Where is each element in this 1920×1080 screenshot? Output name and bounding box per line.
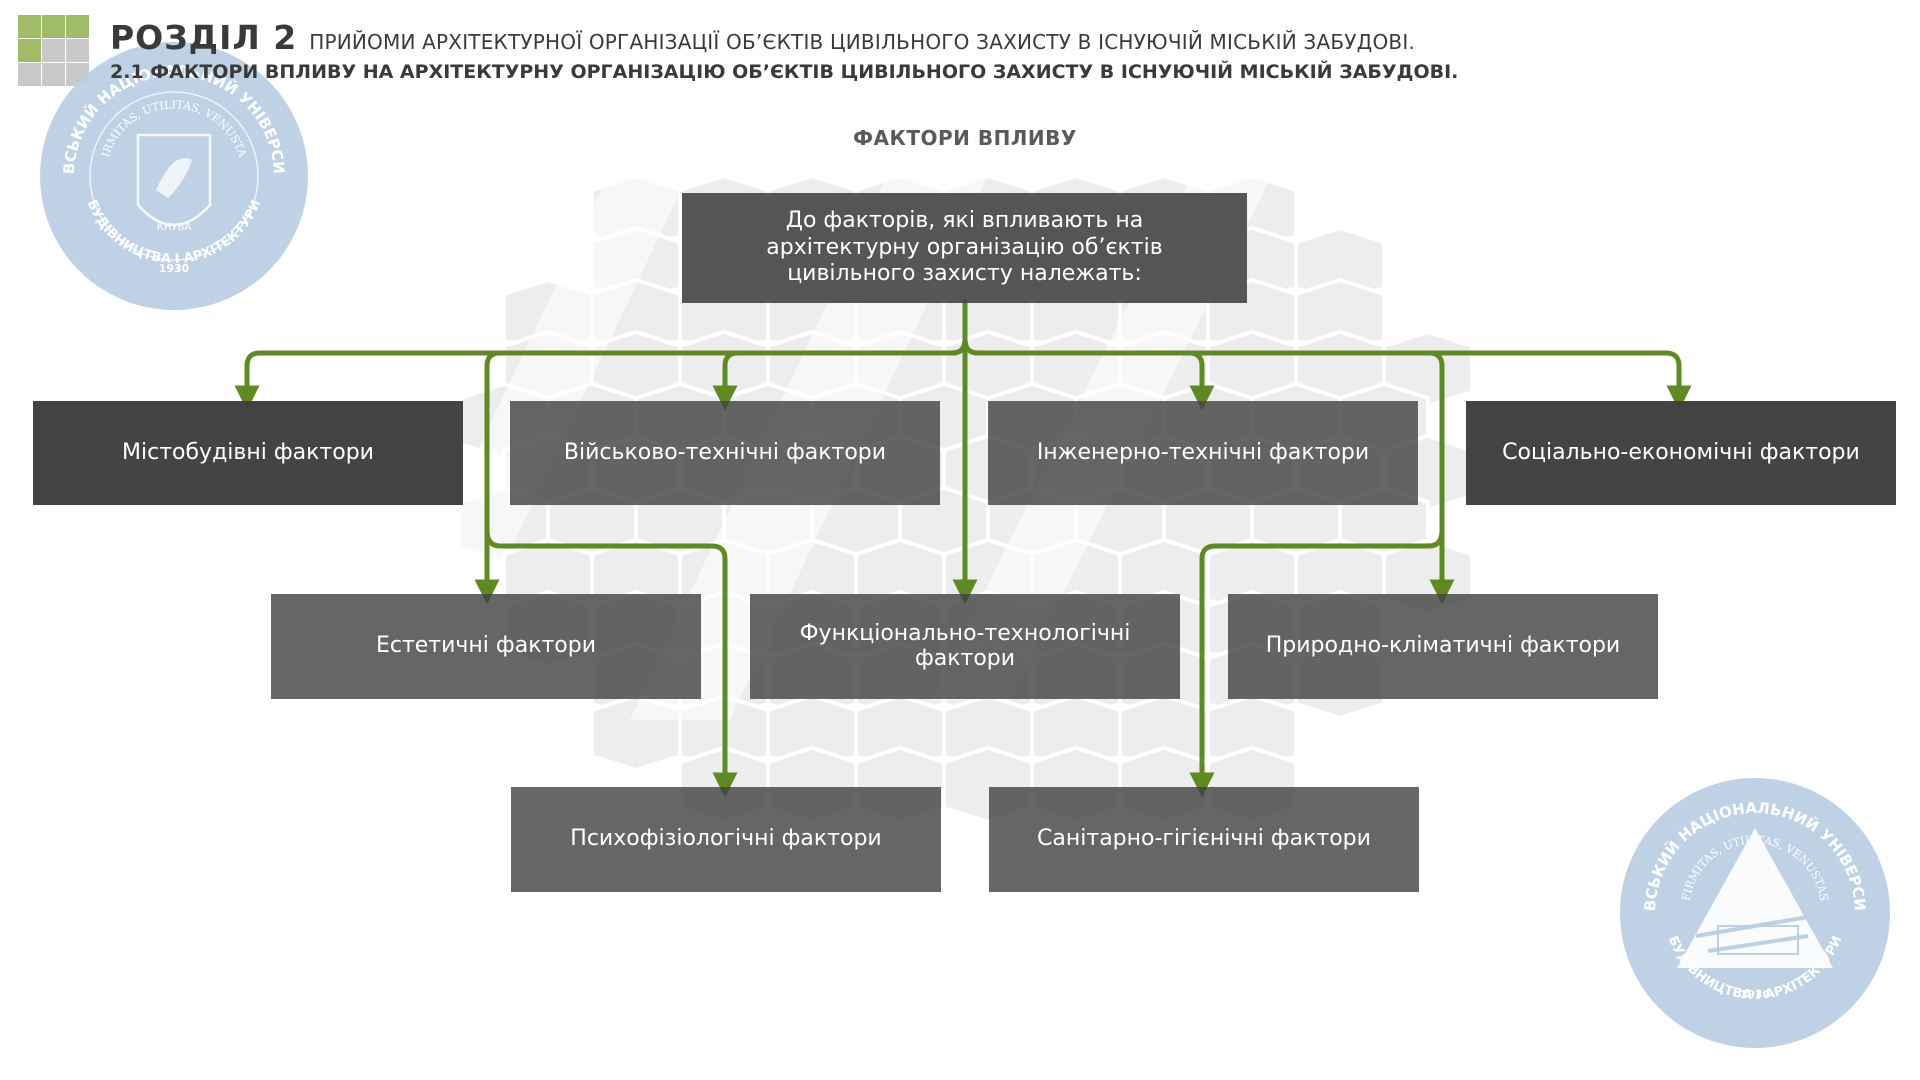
root-description-box: До факторів, які впливають на архітектур… — [682, 193, 1247, 303]
factor-box-inzhenerno-tekhnichni: Інженерно-технічні фактори — [988, 401, 1418, 505]
seal-year: 1930 — [159, 262, 190, 275]
seal-shield-icon — [136, 133, 212, 227]
factor-box-pryrodno-klimatychni: Природно-кліматичні фактори — [1228, 594, 1658, 699]
factor-box-estetychni: Естетичні фактори — [271, 594, 701, 699]
section-label: РОЗДІЛ 2 — [110, 18, 298, 57]
section-logo-grid — [18, 15, 90, 87]
seal-abbr: КНУБА — [157, 222, 192, 233]
factor-box-psykhofiziolohichni: Психофізіологічні фактори — [511, 787, 941, 892]
factor-box-mistobudivni: Містобудівні фактори — [33, 401, 463, 505]
subheading: 2.1 ФАКТОРИ ВПЛИВУ НА АРХІТЕКТУРНУ ОРГАН… — [110, 61, 1459, 83]
section-subtitle: ПРИЙОМИ АРХІТЕКТУРНОЇ ОРГАНІЗАЦІЇ ОБ’ЄКТ… — [309, 30, 1415, 54]
university-seal-top-left: КИЇВСЬКИЙ НАЦІОНАЛЬНИЙ УНІВЕРСИТЕТ FIRMI… — [38, 40, 308, 310]
factor-box-sanitarno-hihiienichni: Санітарно-гігієнічні фактори — [989, 787, 1419, 892]
page-title: РОЗДІЛ 2 ПРИЙОМИ АРХІТЕКТУРНОЇ ОРГАНІЗАЦ… — [110, 18, 1415, 57]
factor-box-funktsionalno-tekhnolohichni: Функціонально-технологічні фактори — [750, 594, 1180, 699]
factor-box-sotsialno-ekonomichni: Соціально-економічні фактори — [1466, 401, 1896, 505]
diagram-title: ФАКТОРИ ВПЛИВУ — [853, 126, 1077, 150]
factor-box-viiskovo-tekhnichni: Військово-технічні фактори — [510, 401, 940, 505]
seal-year: 1930 — [1740, 988, 1771, 1001]
university-seal-bottom-right: КИЇВСЬКИЙ НАЦІОНАЛЬНИЙ УНІВЕРСИТЕТ FIRMI… — [1618, 776, 1890, 1048]
